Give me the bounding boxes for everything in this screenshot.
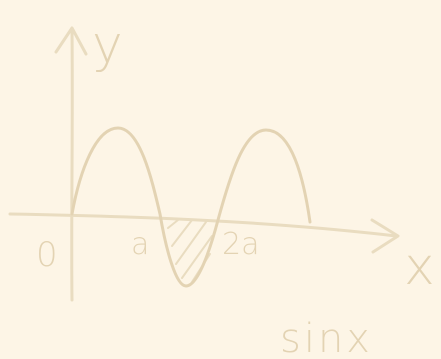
x-axis-label: x xyxy=(404,237,435,297)
shaded-region-hatch-4 xyxy=(181,235,213,279)
a-label: a xyxy=(131,227,149,262)
x-axis-arrowhead xyxy=(370,218,400,254)
function-label: sinx xyxy=(280,316,373,359)
sine-curve xyxy=(70,126,312,288)
origin-label: 0 xyxy=(36,235,58,275)
y-axis-label: y xyxy=(92,15,123,75)
shaded-region-hatch-3 xyxy=(175,221,207,265)
shaded-region-hatch-2 xyxy=(171,219,193,247)
shaded-region xyxy=(167,219,213,283)
y-axis-arrowhead xyxy=(54,26,88,56)
shaded-region-hatch-1 xyxy=(167,219,179,229)
y-axis-line xyxy=(70,28,74,302)
two-a-label: 2a xyxy=(222,227,259,262)
x-axis-line xyxy=(8,212,398,238)
